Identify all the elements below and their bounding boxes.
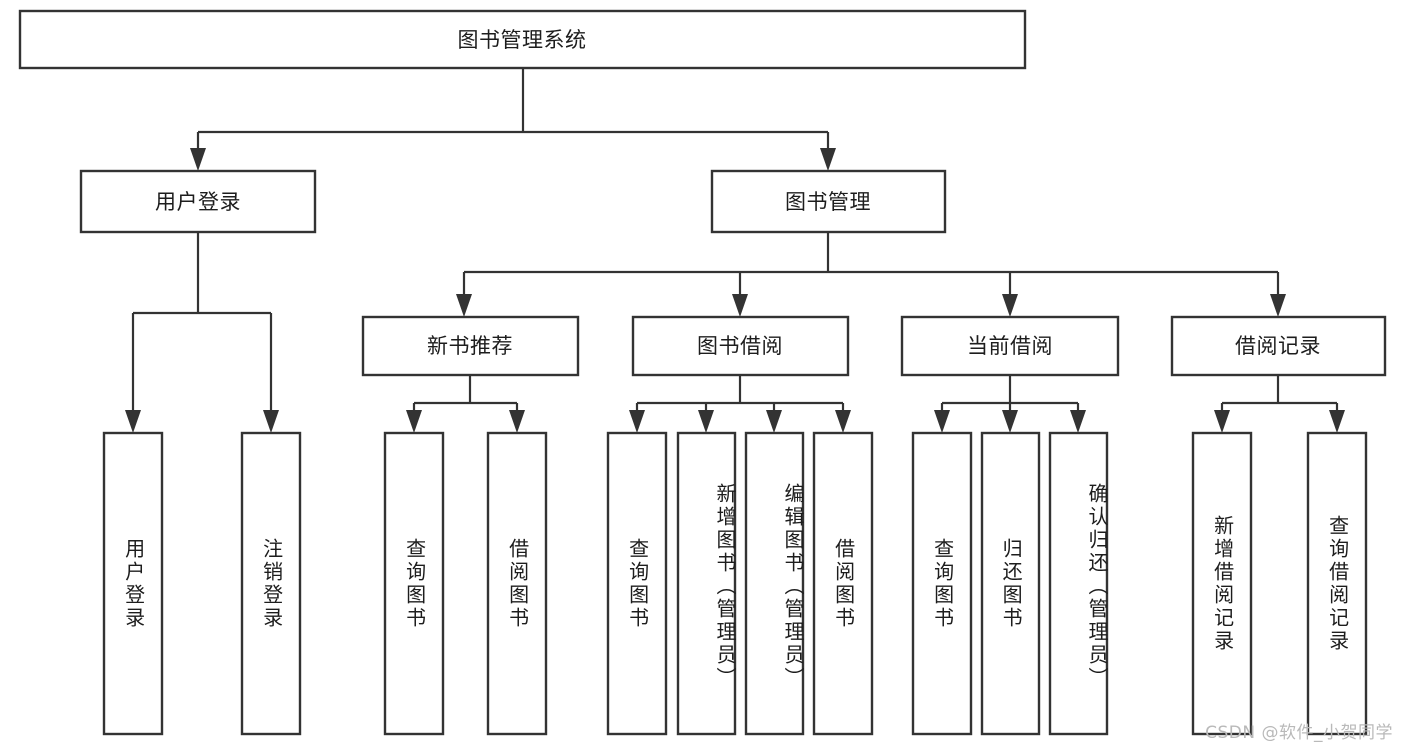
node-box-new-book-recommend[interactable]: [361, 315, 580, 377]
node-box-root[interactable]: [18, 9, 1027, 70]
arrow-head-user-login: [190, 148, 206, 171]
node-box-leaf-borrow-book-2[interactable]: [812, 431, 874, 736]
arrow-head-leaf-edit-book: [766, 410, 782, 433]
arrow-head-leaf-borrow-book-1: [509, 410, 525, 433]
arrow-head-leaf-user-logout: [263, 410, 279, 433]
arrow-head-leaf-borrow-book-2: [835, 410, 851, 433]
node-box-leaf-add-record[interactable]: [1191, 431, 1253, 736]
node-label-borrow-record: 借阅记录: [1235, 334, 1321, 358]
node-box-leaf-query-book-1[interactable]: [383, 431, 445, 736]
connector-group-book-borrow: [629, 375, 851, 433]
node-label-new-book-recommend: 新书推荐: [427, 334, 513, 358]
arrow-head-book-manage: [820, 148, 836, 171]
arrow-head-leaf-add-book: [698, 410, 714, 433]
node-box-leaf-edit-book[interactable]: [744, 431, 805, 736]
arrow-head-new-book-recommend: [456, 294, 472, 317]
node-box-leaf-user-login[interactable]: [102, 431, 164, 736]
node-box-borrow-record[interactable]: [1170, 315, 1387, 377]
node-label-root: 图书管理系统: [458, 28, 587, 52]
node-box-current-borrow[interactable]: [900, 315, 1120, 377]
connector-group-root: [190, 68, 836, 171]
node-label-user-login: 用户登录: [155, 190, 241, 214]
node-label-current-borrow: 当前借阅: [967, 334, 1053, 358]
node-box-leaf-confirm-return[interactable]: [1048, 431, 1109, 736]
connector-group-user-login: [125, 232, 279, 433]
connector-group-book-manage: [456, 232, 1286, 317]
arrow-head-leaf-query-book-1: [406, 410, 422, 433]
node-box-user-login[interactable]: [79, 169, 317, 234]
arrow-head-leaf-query-book-2: [629, 410, 645, 433]
node-box-leaf-user-logout[interactable]: [240, 431, 302, 736]
csdn-watermark: CSDN @软件_小贺同学: [1205, 723, 1393, 743]
connector-group-current-borrow: [934, 375, 1086, 433]
arrow-head-book-borrow: [732, 294, 748, 317]
arrow-head-leaf-add-record: [1214, 410, 1230, 433]
connector-group-new-book-recommend: [406, 375, 525, 433]
node-box-book-borrow[interactable]: [631, 315, 850, 377]
arrow-head-current-borrow: [1002, 294, 1018, 317]
node-box-leaf-query-record[interactable]: [1306, 431, 1368, 736]
node-box-leaf-query-book-3[interactable]: [911, 431, 973, 736]
node-label-book-borrow: 图书借阅: [697, 334, 783, 358]
node-box-leaf-query-book-2[interactable]: [606, 431, 668, 736]
arrow-head-leaf-query-book-3: [934, 410, 950, 433]
connector-group-borrow-record: [1214, 375, 1345, 433]
node-box-leaf-borrow-book-1[interactable]: [486, 431, 548, 736]
arrow-head-borrow-record: [1270, 294, 1286, 317]
node-box-leaf-return-book[interactable]: [980, 431, 1041, 736]
node-box-leaf-add-book[interactable]: [676, 431, 737, 736]
arrow-head-leaf-user-login: [125, 410, 141, 433]
arrow-head-leaf-confirm-return: [1070, 410, 1086, 433]
arrow-head-leaf-query-record: [1329, 410, 1345, 433]
node-label-book-manage: 图书管理: [785, 190, 871, 214]
node-box-book-manage[interactable]: [710, 169, 947, 234]
arrow-head-leaf-return-book: [1002, 410, 1018, 433]
